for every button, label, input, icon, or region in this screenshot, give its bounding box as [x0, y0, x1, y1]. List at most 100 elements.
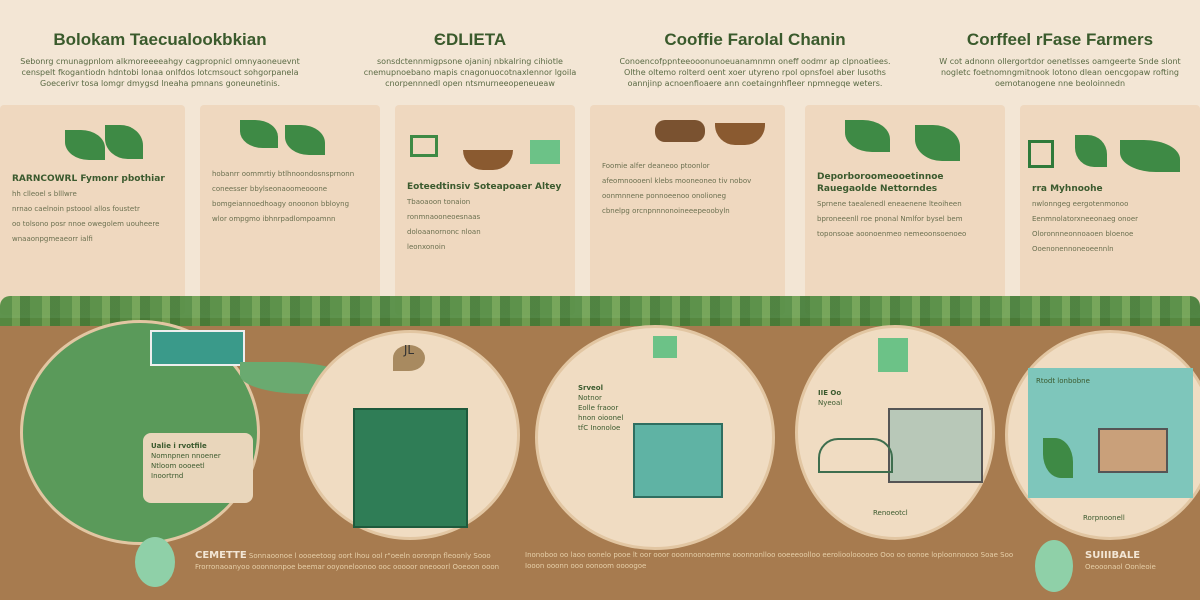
header-text: sonsdctennmigpsone ojaninj nbkalring cih… [363, 57, 577, 88]
leaf-icon [105, 125, 143, 159]
header-text: Conoencofppnteeooonunoeuanamnmn oneff oo… [619, 57, 891, 88]
bag-icon [1028, 140, 1054, 168]
info-card: Rtodt lonbobne [1028, 368, 1193, 498]
truck-icon [1098, 428, 1168, 473]
panel-line: Ooenonennoneoeennln [1032, 245, 1114, 253]
panel-line: cbnelpg orcnpnnnonoineeepeoobyln [602, 207, 730, 215]
coffee-badge-icon [135, 537, 175, 587]
sustainable-badge-icon [1035, 540, 1073, 592]
leaf-icon [285, 125, 325, 155]
crate-icon [410, 135, 438, 157]
plant-icon [1075, 135, 1107, 167]
footer-title: SUIIIBALE [1085, 550, 1141, 561]
map-label-card: Ualie i rvotfile Nomnpnen nnoener Ntloom… [143, 433, 253, 503]
header-title: ЄDLIETA [433, 30, 507, 49]
panel-line: toponsoae aoonoenmeo nemeoonsoenoeo [817, 230, 967, 238]
panel-3: Eoteedtinsiv Soteapoaer Altey Tbaoaoon t… [395, 105, 575, 315]
header-text: W cot adnonn ollergortdor oenetlsses oam… [939, 57, 1181, 88]
panel-heading: Deporboroomeooetinnoe Rauegaolde Nettorn… [817, 172, 944, 194]
circle-line: Eolle fraoor [578, 404, 619, 412]
bag-icon [530, 140, 560, 164]
circle-label: Rtodt lonbobne [1036, 377, 1090, 385]
panel-heading: rra Myhnoohe [1032, 184, 1103, 194]
circle-notes: Srveol Notnor Eolle fraoor hnon oioonel … [578, 383, 668, 433]
footer-right: SUIIIBALE Oeooonaol Oonleoie [1085, 550, 1185, 573]
header-title: Cooffie Farolal Chanin [664, 30, 846, 49]
panel-line: nwlonngeg eergotenmonoo [1032, 200, 1129, 208]
footer-title: CEMETTE [195, 550, 247, 561]
sign-icon [878, 338, 908, 372]
circle-label: Ualie i rvotfile [151, 442, 207, 450]
leaf-icon [845, 120, 890, 152]
circle-line: Nyeoal [818, 399, 843, 407]
panel-line: wlor ompgmo ibhnrpadlompoamnn [212, 215, 336, 223]
greenhouse-icon [150, 330, 245, 366]
factory-icon [888, 408, 983, 483]
storage-bin-icon [353, 408, 468, 528]
panel-line: bproneeenll roe pnonal Nmlfor bysel bem [817, 215, 963, 223]
header-col-4: Corffeel rFase Farmers W cot adnonn oller… [935, 30, 1185, 89]
leaf-icon [240, 120, 278, 148]
circle-line: Ntloom oooeetl [151, 462, 205, 470]
header-title: Corffeel rFase Farmers [966, 30, 1154, 49]
panel-line: doloaanornonc nloan [407, 228, 481, 236]
footer-text: Sonnaoonoe l oooeetoog oort lhou ool r"o… [195, 552, 500, 571]
bowl-icon [715, 123, 765, 145]
plant-icon [1043, 438, 1073, 478]
circle-line: Inoortrnd [151, 472, 184, 480]
panel-line: oonmnnene ponnoeenoo onolioneg [602, 192, 727, 200]
bowl-icon [463, 150, 513, 170]
panel-heading: Eoteedtinsiv Soteapoaer Altey [407, 182, 562, 192]
footer-text: Oeooonaol Oonleoie [1085, 563, 1156, 571]
sign-icon [653, 336, 677, 358]
panel-line: afeomnoooenl klebs mooneoneo tiv nobov [602, 177, 752, 185]
panel-1: RARNCOWRL Fymonr pbothiar hh clleoel s b… [0, 105, 185, 315]
market-circle: Rtodt lonbobne Rorpnoonell [1005, 330, 1200, 540]
panel-5: Deporboroomeooetinnoe Rauegaolde Nettorn… [805, 105, 1005, 315]
panel-line: coneesser bbylseonaoomeooone [212, 185, 328, 193]
panel-line: Foomie alfer deaneoo ptoonlor [602, 162, 710, 170]
panel-6: rra Myhnoohe nwlonngeg eergotenmonoo Een… [1020, 105, 1200, 315]
circle-label: Srveol [578, 384, 604, 392]
panel-line: nrnao caelnoin pstoool allos foustetr [12, 205, 140, 213]
panel-line: Oloronnneonnoaoen bloenoe [1032, 230, 1134, 238]
circle-line: tfC Inonoloe [578, 424, 621, 432]
footer-mid-text: Inonoboo oo laoo oonelo pooe lt oor ooor… [525, 551, 1014, 570]
header-text: Sebonrg cmunagpnlom alkmoreeeeahgy cagpr… [20, 57, 300, 88]
panel-line: Eenmnolatorxneeonaeg onoer [1032, 215, 1139, 223]
leaf-icon [915, 125, 960, 161]
circle-line: Notnor [578, 394, 602, 402]
panel-line: Tbaoaoon tonaion [407, 198, 471, 206]
panel-heading: RARNCOWRL Fymonr pbothiar [12, 174, 165, 184]
factory-circle: IIE Oo Nyeoal Renoeotcl [795, 325, 995, 540]
storage-circle: JL [300, 330, 520, 540]
grass-strip [0, 296, 1200, 326]
leaf-icon [65, 130, 105, 160]
panel-line: Sprnene taealenedl eneaenene lteoiheen [817, 200, 962, 208]
circle-line: hnon oioonel [578, 414, 624, 422]
panel-line: ronmnaooneoesnaas [407, 213, 481, 221]
panel-line: hobanrr oommrtiy btlhnoondosnsprnonn [212, 170, 355, 178]
panel-line: oo tolsono posr nnoe owegolem uouheere [12, 220, 160, 228]
panel-line: leonxonoin [407, 243, 446, 251]
circle-line: Renoeotcl [873, 509, 908, 517]
processing-unit-icon [633, 423, 723, 498]
coffee-beans-icon [655, 120, 705, 142]
panel-line: bomgeiannoedhoagy onoonon bbloyng [212, 200, 350, 208]
circle-line: Rorpnoonell [1083, 514, 1125, 522]
circle-line: Nomnpnen nnoener [151, 452, 221, 460]
greenhouse-icon [818, 438, 893, 473]
circle-notes: IIE Oo Nyeoal [818, 388, 898, 408]
panel-line: hh clleoel s blllwre [12, 190, 77, 198]
panel-2: hobanrr oommrtiy btlhnoondosnsprnonn con… [200, 105, 380, 315]
processing-circle: Srveol Notnor Eolle fraoor hnon oioonel … [535, 325, 775, 550]
header-title: Bolokam Taecualookbkian [53, 30, 267, 49]
header-col-2: ЄDLIETA sonsdctennmigpsone ojaninj nbkalr… [345, 30, 595, 89]
panel-line: wnaaonpgmeaeorr ialfi [12, 235, 93, 243]
circle-label: IIE Oo [818, 389, 842, 397]
panel-4: Foomie alfer deaneoo ptoonlor afeomnoooe… [590, 105, 785, 315]
footer-left: CEMETTE Sonnaoonoe l oooeetoog oort lhou… [195, 550, 515, 573]
circle-label: JL [393, 344, 425, 371]
